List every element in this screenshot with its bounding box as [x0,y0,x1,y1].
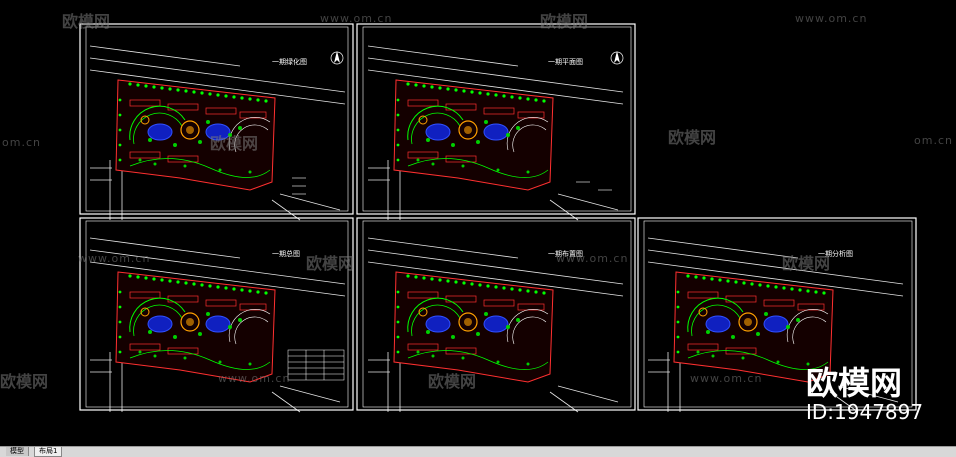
sheet-frame-5[interactable] [637,217,917,413]
cad-model-canvas[interactable]: 一期绿化图 一期平面图 一期总图 一期布置图 一期分析图 [0,0,956,446]
layout-tab-bar: 模型 布局1 [0,446,956,457]
sheet-title-3: 一期总图 [272,249,300,258]
tab-model[interactable]: 模型 [6,447,29,456]
sheet-frame-2[interactable] [356,23,636,221]
sheet-title-2: 一期平面图 [548,58,583,66]
sheet-frame-3[interactable] [79,217,354,413]
sheet-frame-1[interactable] [79,23,354,221]
legend-table [287,349,345,381]
watermark-big-logo: 欧模网 [806,364,903,402]
sheet-frame-4[interactable] [356,217,636,413]
sheet-title-5: 一期分析图 [818,249,853,258]
legend-lines [292,177,612,195]
sheet-title-4: 一期布置图 [548,249,583,258]
watermark-id: ID:1947897 [806,400,924,424]
sheet-title-1: 一期绿化图 [272,57,307,66]
